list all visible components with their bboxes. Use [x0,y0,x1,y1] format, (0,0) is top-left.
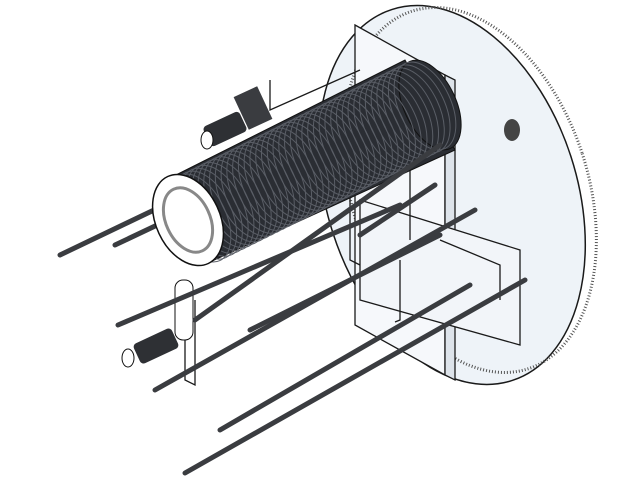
coil-ring [387,64,451,154]
mounting-disc [317,4,598,386]
coil-ring [382,67,445,157]
mounting-hole [504,119,520,141]
coil-ring [393,61,457,151]
rods-front [115,142,528,476]
connector-bottom [121,279,194,368]
connector-top [200,86,273,150]
coil-ring [376,70,440,160]
